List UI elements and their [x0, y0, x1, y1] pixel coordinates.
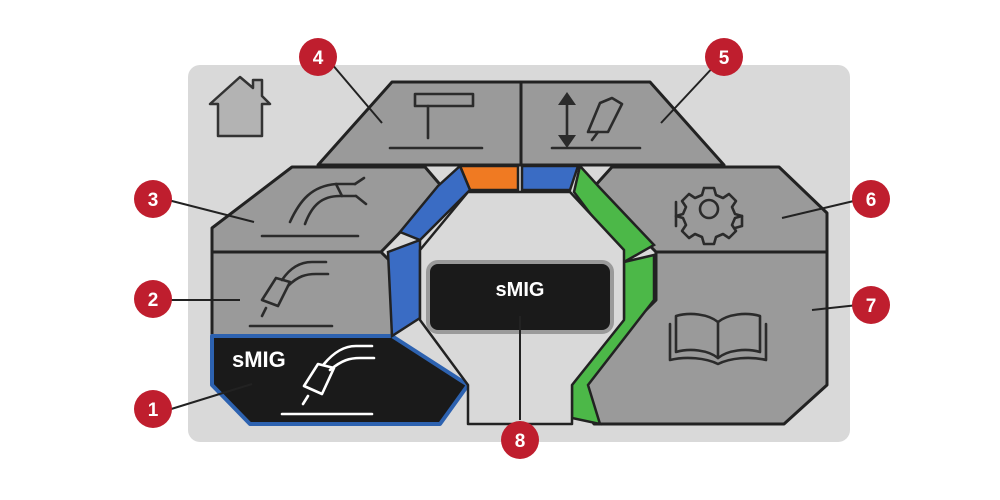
status-arc [386, 163, 657, 426]
mig-torch-icon [248, 260, 334, 328]
callout-1: 1 [134, 390, 172, 428]
svg-text:7: 7 [866, 296, 877, 317]
callout-3: 3 [134, 180, 172, 218]
callout-7: 7 [852, 286, 890, 324]
callout-badges: 1 2 3 4 5 6 7 8 [134, 38, 890, 459]
active-mode-label: sMIG [232, 347, 286, 372]
svg-text:3: 3 [148, 190, 159, 211]
callout-6: 6 [852, 180, 890, 218]
svg-text:4: 4 [313, 48, 324, 69]
callout-lines [167, 62, 859, 420]
process-button-2[interactable] [210, 250, 394, 338]
process-button-3[interactable] [210, 165, 445, 254]
display-label: sMIG [496, 279, 545, 301]
arc-segment-blue-top [520, 164, 580, 192]
svg-text:1: 1 [148, 400, 159, 421]
torch-adjust-icon [550, 92, 642, 150]
callout-8: 8 [501, 421, 539, 459]
svg-text:8: 8 [515, 431, 526, 452]
torch-settings-button[interactable] [519, 80, 726, 167]
mig-torch-icon [260, 176, 368, 238]
gear-icon [674, 186, 744, 246]
svg-text:2: 2 [148, 290, 159, 311]
callout-2: 2 [134, 280, 172, 318]
weld-joint-icon [388, 92, 484, 150]
arc-segment-blue-left-low [386, 238, 422, 339]
svg-text:6: 6 [866, 190, 877, 211]
callout-4: 4 [299, 38, 337, 76]
svg-text:5: 5 [719, 48, 730, 69]
arc-segment-blue-left [397, 163, 472, 242]
central-display: sMIG [418, 190, 626, 426]
mig-torch-icon [280, 344, 376, 416]
callout-5: 5 [705, 38, 743, 76]
book-icon [668, 312, 768, 366]
home-icon[interactable] [208, 75, 272, 138]
